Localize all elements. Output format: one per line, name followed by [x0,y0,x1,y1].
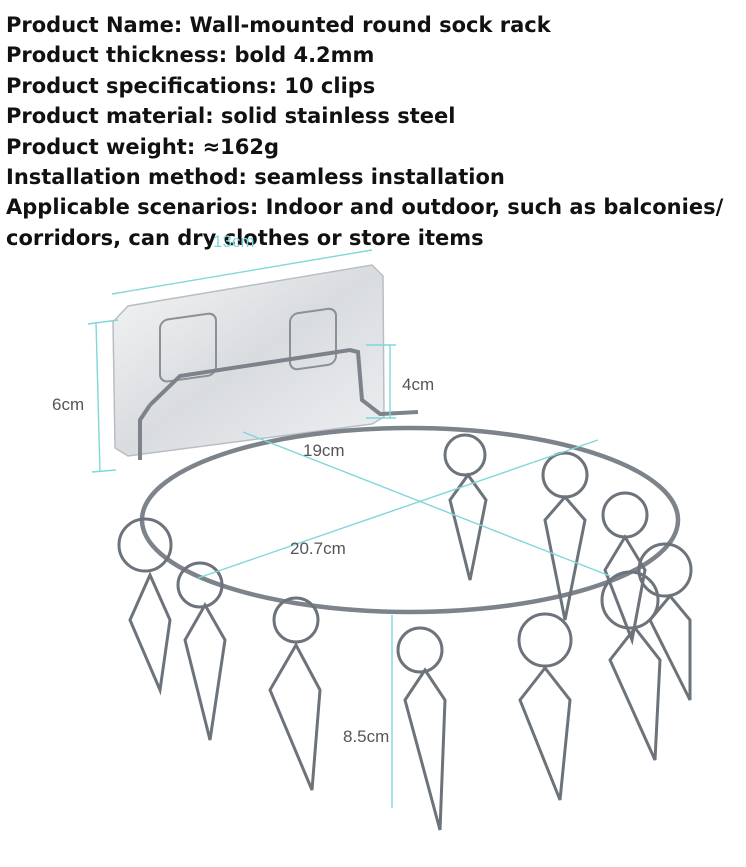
spec-list: Product Name: Wall-mounted round sock ra… [6,10,742,253]
clip [443,433,488,581]
wall-plate [112,264,385,457]
spec-thickness: Product thickness: bold 4.2mm [6,43,375,68]
clip [396,626,447,831]
dimension-line-height [95,321,101,473]
dimension-line-top [111,249,373,295]
clip [268,596,322,791]
spec-scenarios: Applicable scenarios: Indoor and outdoor… [6,195,724,220]
dimension-label-top: 13cm [213,232,255,251]
dimension-line-diameter [197,439,599,579]
clip [601,491,649,646]
clip [637,542,693,701]
clip [117,517,173,696]
mount-rod [148,347,419,417]
clip [600,570,662,761]
dimension-label-diameter: 20.7cm [290,539,346,558]
spec-scenarios-continued: corridors, can dry clothes or store item… [6,225,484,250]
spec-installation: Installation method: seamless installati… [6,165,505,190]
clip [517,612,573,801]
dimension-lines [87,249,611,808]
spec-material: Product material: solid stainless steel [6,104,456,129]
dimension-line-width [242,431,611,577]
spec-product-name: Product Name: Wall-mounted round sock ra… [6,13,551,37]
dimension-label-width: 19cm [303,441,345,460]
dimension-label-clip-length: 8.5cm [343,727,390,746]
spec-weight: Product weight: ≈162g [6,134,279,159]
dimension-label-plate-height: 6cm [52,395,85,414]
clip [176,561,227,741]
dimension-line-hook [366,344,396,419]
clips [117,433,693,831]
spec-specifications: Product specifications: 10 clips [6,73,376,98]
clip [541,451,589,621]
dimension-label-hook-height: 4cm [402,375,435,394]
